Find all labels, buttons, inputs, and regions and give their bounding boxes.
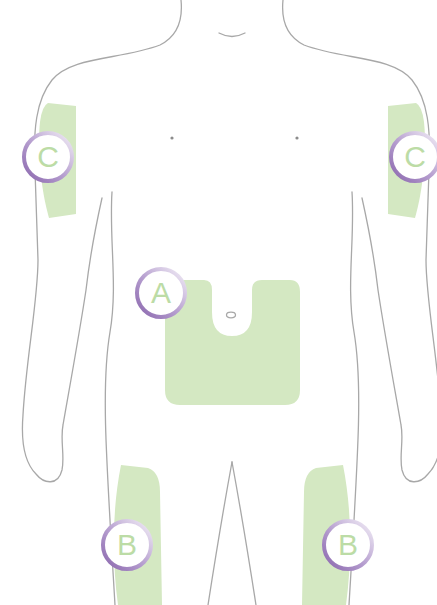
site-marker: B <box>322 519 374 571</box>
inner-leg <box>232 462 256 605</box>
site-marker: B <box>101 519 153 571</box>
site-marker: C <box>22 131 74 183</box>
site-letter: C <box>389 131 437 183</box>
navel <box>227 312 236 318</box>
outer-contour <box>22 0 181 482</box>
site-letter: C <box>22 131 74 183</box>
site-letter: B <box>101 519 153 571</box>
site-letter: A <box>135 267 187 319</box>
body-outline <box>22 0 437 605</box>
site-marker: A <box>135 267 187 319</box>
nipple <box>170 136 173 139</box>
nipples <box>170 136 298 139</box>
site-marker: C <box>389 131 437 183</box>
injection-areas <box>39 103 425 605</box>
nipple <box>295 136 298 139</box>
body-half <box>232 0 437 605</box>
site-letter: B <box>322 519 374 571</box>
inner-leg <box>208 462 232 605</box>
outer-contour <box>283 0 437 482</box>
body-half <box>22 0 232 605</box>
chin-line <box>219 33 245 37</box>
